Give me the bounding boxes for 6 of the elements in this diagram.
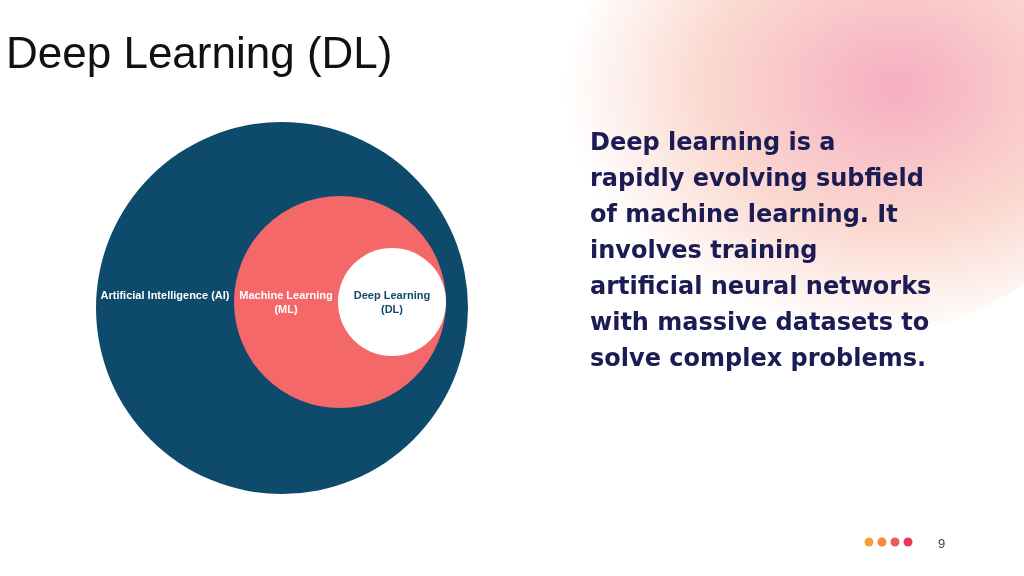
circle-label: Artificial Intelligence (AI) [100, 288, 230, 302]
description-text: Deep learning is a rapidly evolving subfield of machine learning. It involves training artificial neural networks with massive datasets to solve complex problems. [590, 127, 933, 374]
slide-title: Deep Learning (DL) [6, 28, 393, 78]
page-number: 9 [938, 536, 946, 551]
circle-label: Machine Learning (ML) [238, 288, 334, 316]
circle-label: Deep Learning (DL) [352, 288, 432, 316]
